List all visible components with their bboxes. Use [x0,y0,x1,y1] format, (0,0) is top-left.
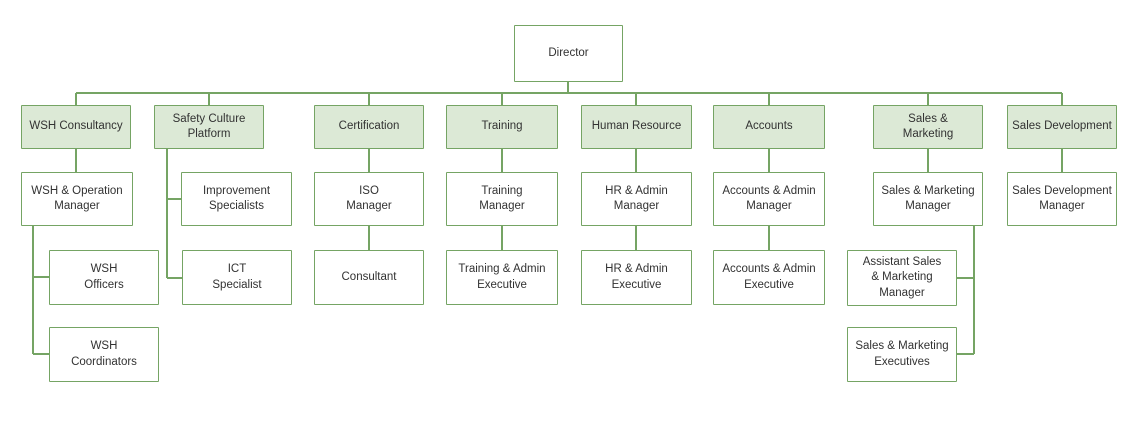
org-node-sales-development-manager: Sales Development Manager [1007,172,1117,226]
org-node-training-manager: Training Manager [446,172,558,226]
org-node-director: Director [514,25,623,82]
org-node-hr-admin-executive: HR & Admin Executive [581,250,692,305]
org-node-label: Assistant Sales & Marketing Manager [862,256,942,299]
org-node-sales-marketing-executives: Sales & Marketing Executives [847,327,957,382]
org-node-accounts: Accounts [713,105,825,149]
org-node-label: Human Resource [591,120,682,133]
org-node-label: Sales Development Manager [1012,184,1112,212]
org-node-label: ISO Manager [346,184,392,212]
org-node-label: Accounts & Admin Manager [722,184,816,212]
org-node-sales-development: Sales Development [1007,105,1117,149]
org-node-label: Sales & Marketing Manager [881,184,975,212]
org-node-label: Consultant [341,270,397,283]
org-node-label: Safety Culture Platform [172,112,246,140]
org-node-wsh-consultancy: WSH Consultancy [21,105,131,149]
org-node-certification: Certification [314,105,424,149]
org-node-label: Accounts & Admin Executive [722,263,816,291]
org-node-label: Improvement Specialists [202,184,271,212]
org-node-assistant-sales-marketing-manager: Assistant Sales & Marketing Manager [847,250,957,306]
org-node-label: WSH Officers [84,263,124,291]
org-node-accounts-admin-executive: Accounts & Admin Executive [713,250,825,305]
org-node-accounts-admin-manager: Accounts & Admin Manager [713,172,825,226]
org-node-label: WSH Consultancy [29,120,123,133]
org-node-label: Training Manager [479,184,525,212]
org-node-label: Training [481,120,523,133]
org-node-training-admin-executive: Training & Admin Executive [446,250,558,305]
org-node-label: Accounts [745,120,793,133]
org-node-label: Training & Admin Executive [458,263,546,291]
org-node-label: Certification [338,120,400,133]
org-node-ict-specialist: ICT Specialist [182,250,292,305]
org-node-label: WSH Coordinators [71,340,137,368]
org-node-wsh-coordinators: WSH Coordinators [49,327,159,382]
org-node-wsh-operation-manager: WSH & Operation Manager [21,172,133,226]
org-node-label: WSH & Operation Manager [31,184,123,212]
org-node-human-resource: Human Resource [581,105,692,149]
org-node-improvement-specialists: Improvement Specialists [181,172,292,226]
org-node-safety-culture-platform: Safety Culture Platform [154,105,264,149]
org-node-label: HR & Admin Manager [605,184,668,212]
org-node-sales-marketing-manager: Sales & Marketing Manager [873,172,983,226]
org-node-label: Sales & Marketing [902,112,954,140]
org-node-consultant: Consultant [314,250,424,305]
org-node-wsh-officers: WSH Officers [49,250,159,305]
org-node-label: Sales & Marketing Executives [855,340,949,368]
org-node-label: Sales Development [1012,120,1112,133]
org-node-label: HR & Admin Executive [605,263,668,291]
org-node-iso-manager: ISO Manager [314,172,424,226]
org-node-training: Training [446,105,558,149]
org-node-label: ICT Specialist [212,263,262,291]
org-node-sales-marketing: Sales & Marketing [873,105,983,149]
org-node-label: Director [548,46,589,59]
org-node-hr-admin-manager: HR & Admin Manager [581,172,692,226]
